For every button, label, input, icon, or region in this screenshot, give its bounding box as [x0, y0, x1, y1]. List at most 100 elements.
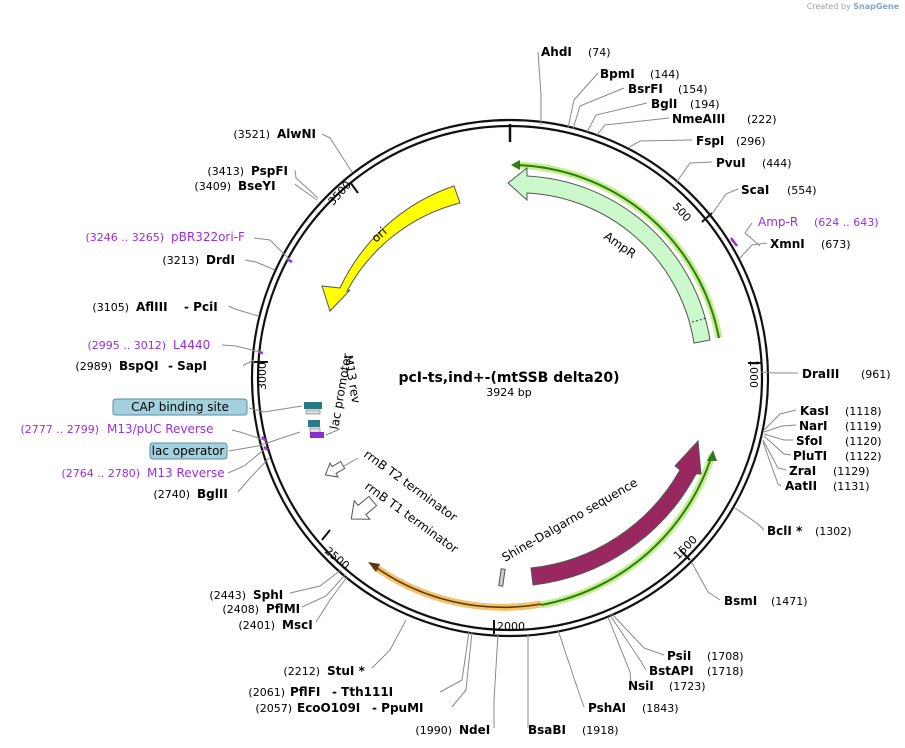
- plasmid-name: pcI-ts,ind+-(mtSSB delta20): [398, 370, 619, 386]
- site-zrai-pos: (1129): [833, 465, 870, 478]
- site-ndei-pos: (1990): [415, 724, 452, 737]
- t2-terminator-arrow[interactable]: [321, 458, 346, 482]
- plasmid-size: 3924 bp: [486, 386, 531, 399]
- snapgene-brand: SnapGene: [853, 2, 899, 11]
- site-afliii-name[interactable]: AflIII: [136, 300, 168, 314]
- shine-dalgarno-mark[interactable]: [498, 568, 506, 587]
- site-fspi-name[interactable]: FspI: [696, 134, 724, 148]
- site-ecoo109i-name[interactable]: EcoO109I: [297, 701, 360, 715]
- site-bsabi-name[interactable]: BsaBI: [528, 723, 566, 737]
- site-pluti-pos: (1122): [845, 450, 882, 463]
- site-bsabi-pos: (1918): [582, 724, 619, 737]
- site-bpmi-name[interactable]: BpmI: [600, 67, 635, 81]
- site-ahdi-name[interactable]: AhdI: [541, 45, 572, 59]
- primer-l4440-pos: (2995 .. 3012): [87, 339, 166, 352]
- site-bseyi-name[interactable]: BseYI: [238, 179, 276, 193]
- cap-binding-box[interactable]: [112, 398, 248, 416]
- site-bglii-pos: (2740): [153, 488, 190, 501]
- primer-m13puc-name[interactable]: M13/pUC Reverse: [107, 422, 214, 436]
- site-bsrfi-name[interactable]: BsrFI: [628, 82, 663, 96]
- ampr-feature[interactable]: [507, 166, 711, 344]
- site-sfoi-name[interactable]: SfoI: [796, 434, 823, 448]
- site-bsrfi-pos: (154): [678, 83, 708, 96]
- site-ppumi-name[interactable]: - PpuMI: [372, 701, 424, 715]
- site-pluti-name[interactable]: PluTI: [793, 449, 827, 463]
- site-kasi-name[interactable]: KasI: [800, 404, 829, 418]
- site-pflmi-name[interactable]: PflMI: [266, 602, 300, 616]
- tick-label-500: 500: [670, 200, 694, 224]
- site-alwni-pos: (3521): [233, 128, 270, 141]
- site-pshai-name[interactable]: PshAI: [588, 701, 626, 715]
- site-bpmi-pos: (144): [650, 68, 680, 81]
- site-pflmi-pos: (2408): [222, 603, 259, 616]
- site-aatii-name[interactable]: AatII: [785, 479, 817, 493]
- site-stui-name[interactable]: StuI *: [327, 664, 366, 678]
- site-bsmi-name[interactable]: BsmI: [724, 594, 757, 608]
- site-nmeaiii-pos: (222): [747, 113, 777, 126]
- site-pvui-pos: (444): [762, 157, 792, 170]
- primer-l4440-name[interactable]: L4440: [173, 338, 210, 352]
- site-bstapi-name[interactable]: BstAPI: [649, 664, 694, 678]
- site-msci-pos: (2401): [238, 619, 275, 632]
- cap-binding-label: CAP binding site: [131, 400, 229, 414]
- lac-operator-box[interactable]: [149, 442, 228, 460]
- site-drdi-name[interactable]: DrdI: [206, 253, 235, 267]
- snapgene-credit: Created by SnapGene: [807, 2, 899, 11]
- tick-label-3000: 3000: [256, 362, 269, 390]
- primer-pbr322ori-name[interactable]: pBR322ori-F: [171, 230, 245, 244]
- site-kasi-pos: (1118): [845, 405, 882, 418]
- primer-m13rev-name[interactable]: M13 Reverse: [147, 466, 225, 480]
- tick-label-1000: 1000: [747, 360, 760, 388]
- site-ndei-name[interactable]: NdeI: [459, 723, 490, 737]
- t1-terminator-arrow[interactable]: [344, 492, 381, 528]
- site-sphi-pos: (2443): [209, 589, 246, 602]
- site-zrai-name[interactable]: ZraI: [789, 464, 816, 478]
- site-pvui-name[interactable]: PvuI: [716, 156, 746, 170]
- site-pshai-pos: (1843): [642, 702, 679, 715]
- repressor-feature[interactable]: [530, 439, 702, 586]
- site-pflfi-name[interactable]: PflFI: [290, 685, 320, 699]
- site-bcli-name[interactable]: BclI *: [767, 524, 803, 538]
- site-sapi-name[interactable]: - SapI: [168, 359, 207, 373]
- site-alwni-name[interactable]: AlwNI: [277, 127, 316, 141]
- orange-orf-arc: [368, 562, 542, 611]
- site-pcii-label: PciI: [193, 300, 218, 314]
- lac-operator-label: lac operator: [152, 444, 225, 458]
- site-sapi-label: SapI: [177, 359, 207, 373]
- backbone-outer: [250, 118, 770, 638]
- repressor-orf-arc: [540, 450, 717, 609]
- primer-m13rev-pos: (2764 .. 2780): [61, 467, 140, 480]
- site-scai-pos: (554): [787, 184, 817, 197]
- site-bsmi-pos: (1471): [771, 595, 808, 608]
- site-nari-pos: (1119): [845, 420, 882, 433]
- lac-region: [304, 402, 341, 438]
- site-xmni-name[interactable]: XmnI: [770, 237, 805, 251]
- site-ahdi-pos: (74): [588, 46, 611, 59]
- site-nsii-name[interactable]: NsiI: [628, 679, 654, 693]
- site-draiii-name[interactable]: DraIII: [802, 367, 839, 381]
- site-psii-name[interactable]: PsiI: [667, 649, 691, 663]
- site-pspfi-name[interactable]: PspFI: [251, 164, 288, 178]
- credit-prefix: Created by: [806, 2, 851, 11]
- site-bcli-pos: (1302): [815, 525, 852, 538]
- primer-ampr-name[interactable]: Amp-R: [758, 215, 798, 229]
- site-nmeaiii-name[interactable]: NmeAIII: [672, 112, 725, 126]
- site-sphi-name[interactable]: SphI: [253, 588, 283, 602]
- site-nari-name[interactable]: NarI: [799, 419, 828, 433]
- site-tth111i-name[interactable]: - Tth111I: [332, 685, 393, 699]
- site-msci-name[interactable]: MscI: [282, 618, 313, 632]
- site-scai-name[interactable]: ScaI: [741, 183, 769, 197]
- site-leaders: [221, 51, 798, 728]
- site-bspqi-name[interactable]: BspQI: [119, 359, 159, 373]
- site-ecoo109i-pos: (2057): [255, 702, 292, 715]
- site-tth111i-label: Tth111I: [341, 685, 393, 699]
- site-pcii-name[interactable]: - PciI: [184, 300, 218, 314]
- tick-label-2000: 2000: [497, 620, 525, 633]
- ori-feature[interactable]: [321, 185, 461, 312]
- site-stui-pos: (2212): [283, 665, 320, 678]
- site-bgli-name[interactable]: BglI: [651, 97, 677, 111]
- site-aatii-pos: (1131): [833, 480, 870, 493]
- site-draiii-pos: (961): [861, 368, 891, 381]
- site-bglii-name[interactable]: BglII: [197, 487, 228, 501]
